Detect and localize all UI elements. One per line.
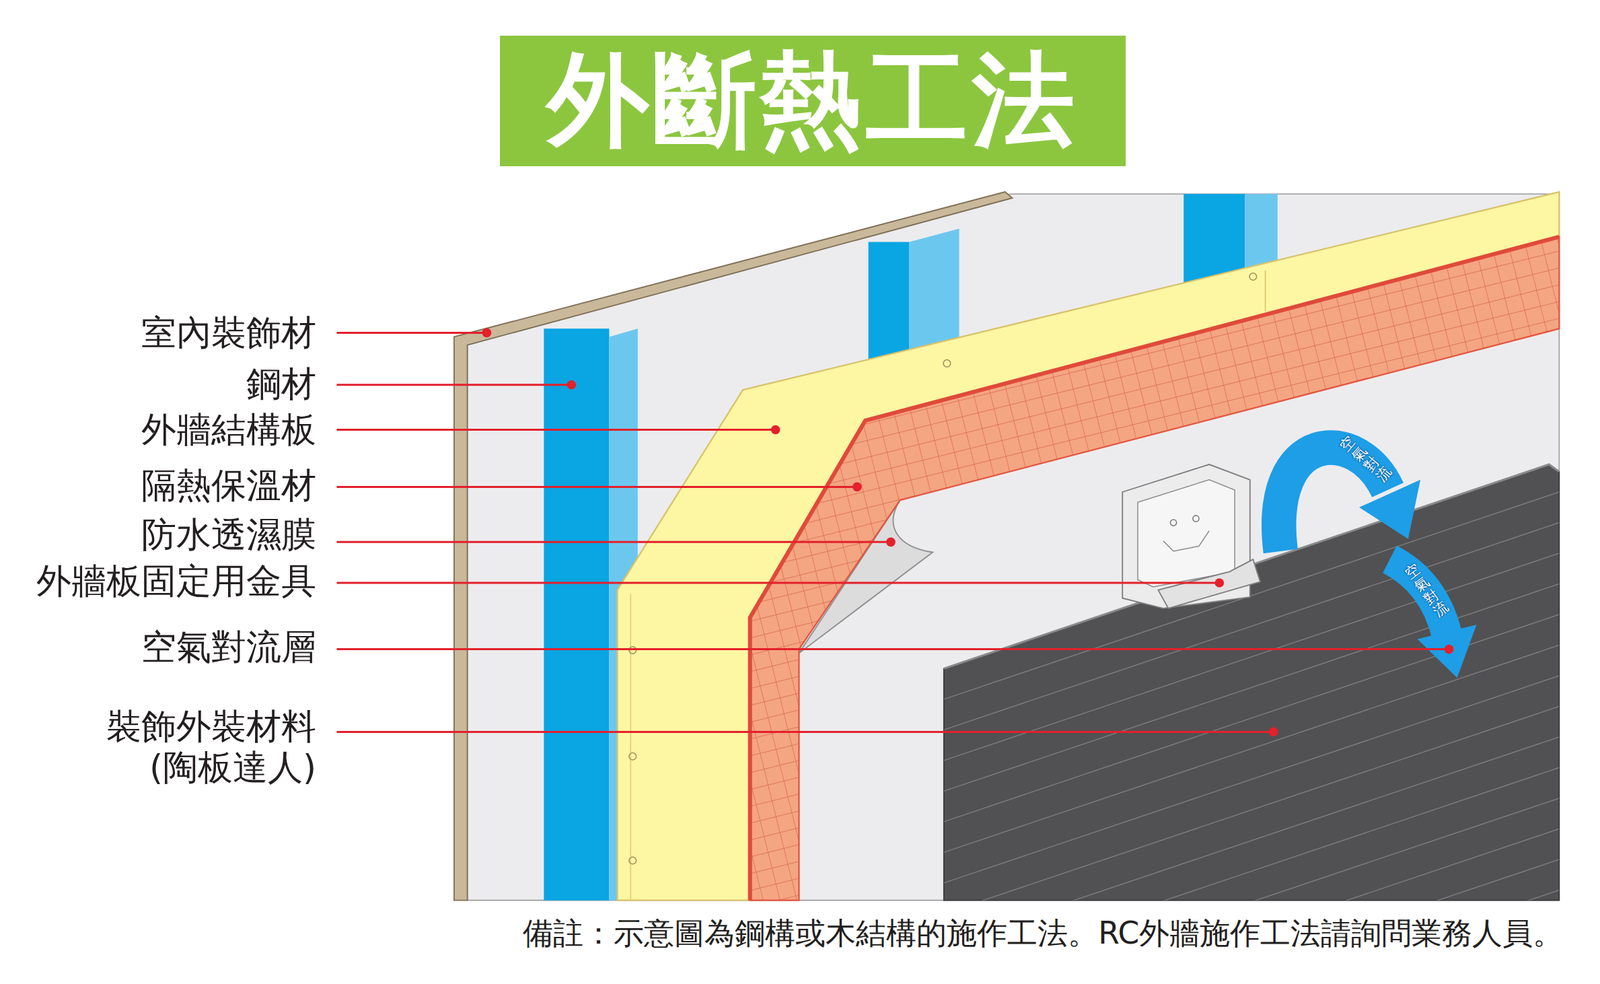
bracket-hole — [1192, 515, 1199, 522]
leader-dot — [1268, 727, 1279, 737]
screw — [943, 359, 951, 368]
screw — [1249, 273, 1257, 281]
groove — [943, 553, 1559, 761]
cladding-lines — [943, 491, 1559, 984]
leader-line — [336, 428, 776, 431]
groove — [943, 675, 1559, 883]
board-edge — [629, 594, 632, 901]
bracket-hole — [1170, 519, 1177, 526]
leader-line — [336, 383, 572, 386]
leader-line — [336, 647, 1449, 650]
part-label: 外牆結構板 — [141, 409, 317, 451]
groove — [943, 522, 1559, 730]
leader-line — [336, 730, 1274, 733]
leader-dot — [566, 380, 576, 390]
bracket-detail — [1163, 530, 1210, 552]
airflow-arrow-head — [1417, 624, 1477, 678]
part-label: 空氣對流層 — [141, 626, 317, 668]
cladding-grooves — [943, 491, 1559, 984]
airflow-label: 空氣對流 — [1402, 560, 1452, 620]
leader-dot — [482, 328, 492, 338]
leader-dot — [886, 536, 896, 547]
insulation-edge — [750, 236, 1560, 901]
part-label: 裝飾外裝材料 (陶板達人) — [94, 705, 317, 788]
airflow-label: 空氣對流 — [1336, 433, 1395, 485]
part-label: 防水透濕膜 — [141, 514, 317, 556]
part-label: 外牆板固定用金具 — [36, 560, 317, 602]
screw — [629, 856, 637, 864]
structural-board — [617, 191, 1560, 901]
airflow-arrow-head — [1359, 479, 1421, 539]
groove — [943, 828, 1559, 984]
leader-dots — [482, 328, 1454, 737]
leader-dot — [1444, 644, 1454, 654]
leader-line — [336, 540, 891, 543]
leader-dot — [1214, 577, 1224, 588]
groove — [943, 583, 1559, 791]
bracket-face — [1137, 479, 1235, 587]
title-banner: 外斷熱工法 — [499, 35, 1126, 167]
note-caption: 備註：示意圖為鋼構或木結構的施作工法。RC外牆施作工法請詢問業務人員。 — [522, 915, 1563, 953]
groove — [943, 491, 1559, 700]
leader-dot — [771, 425, 781, 435]
groove — [943, 736, 1559, 944]
board-joint — [1264, 270, 1267, 312]
part-label: 室內裝飾材 — [141, 312, 317, 354]
insulation — [750, 236, 1560, 901]
part-label: 鋼材 — [246, 363, 317, 405]
groove — [943, 797, 1559, 984]
part-label: 隔熱保溫材 — [141, 464, 317, 506]
cladding-panel — [943, 464, 1559, 901]
groove — [943, 644, 1559, 852]
screw — [629, 752, 637, 760]
title-text: 外斷熱工法 — [547, 32, 1079, 171]
groove — [943, 614, 1559, 822]
leader-line — [336, 331, 487, 334]
leader-dot — [852, 482, 862, 492]
leader-lines — [336, 332, 1449, 732]
groove — [943, 705, 1559, 914]
leader-line — [336, 485, 857, 488]
leader-line — [336, 581, 1220, 584]
steel-stud-face — [543, 328, 609, 900]
